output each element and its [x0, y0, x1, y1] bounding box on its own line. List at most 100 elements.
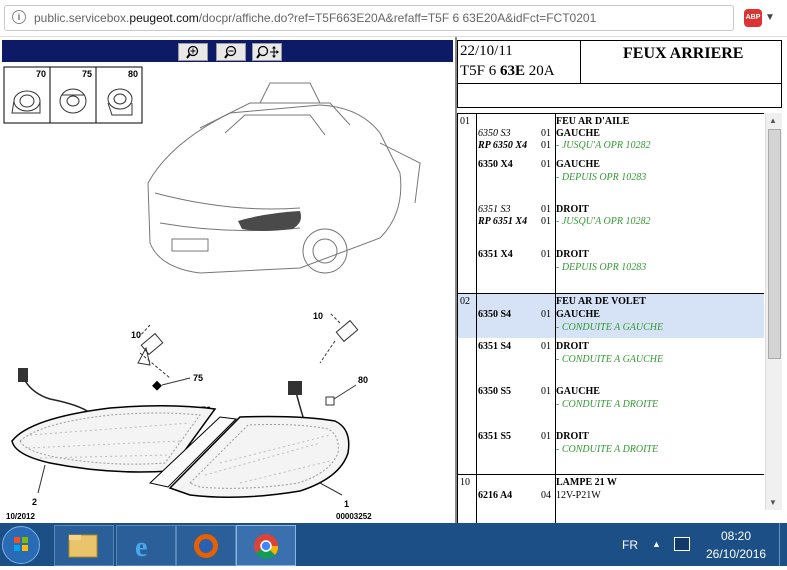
callout-75-diagram: 75 — [193, 373, 203, 383]
callout-70: 70 — [36, 69, 46, 79]
parts-header: 22/10/11 T5F 6 63E 20A FEUX ARRIERE — [457, 40, 782, 84]
callout-80-diagram: 80 — [358, 375, 368, 385]
lens-strip — [148, 416, 238, 488]
part-note: - CONDUITE A GAUCHE — [556, 354, 664, 365]
callout-80: 80 — [128, 69, 138, 79]
zoom-out-button[interactable] — [216, 43, 246, 61]
header-blank-row — [457, 83, 782, 108]
part-qty: 01 — [541, 431, 551, 442]
part-desc: DROIT — [556, 431, 589, 442]
parts-table: 01 FEU AR D'AILE 6350 S3 01 GAUCHE RP 63… — [457, 113, 764, 524]
taskbar-explorer[interactable] — [54, 525, 114, 566]
part-qty: 01 — [541, 249, 551, 260]
part-note: - JUSQU'A OPR 10282 — [556, 140, 651, 151]
part-qty: 04 — [541, 490, 551, 501]
zoom-in-button[interactable] — [178, 43, 208, 61]
exploded-view-drawing: 70 75 80 1 — [3, 66, 421, 509]
clock-date[interactable]: 26/10/2016 — [706, 547, 767, 561]
part-ref[interactable]: 6350 S5 — [478, 386, 512, 397]
part-note: - CONDUITE A DROITE — [556, 399, 659, 410]
connector-right — [288, 381, 302, 395]
clip-marker-80 — [325, 396, 335, 406]
tray-expand-icon[interactable]: ▲ — [652, 539, 661, 549]
taskbar-chrome[interactable] — [236, 525, 296, 566]
zoom-in-icon — [186, 45, 199, 59]
part-ref[interactable]: 6351 S4 — [478, 341, 512, 352]
part-qty: 01 — [541, 341, 551, 352]
part-desc: DROIT — [556, 249, 589, 260]
part-qty: 01 — [541, 140, 551, 151]
car-drawing — [147, 82, 421, 274]
tail-lamp-left — [11, 404, 217, 473]
callout-10-left: 10 — [131, 330, 141, 340]
callout-2: 2 — [32, 497, 37, 507]
firefox-icon — [194, 534, 218, 558]
scroll-up-icon[interactable]: ▲ — [769, 116, 777, 125]
start-button[interactable] — [2, 526, 40, 564]
part-ref[interactable]: 6350 S3 — [478, 128, 511, 139]
svg-text:e: e — [135, 532, 147, 563]
internet-explorer-icon: e — [135, 532, 147, 563]
show-desktop-button[interactable] — [779, 523, 787, 566]
table-row[interactable]: 01 FEU AR D'AILE 6350 S3 01 GAUCHE RP 63… — [458, 114, 764, 294]
taskbar-internet-explorer[interactable]: e — [116, 525, 176, 566]
pan-zoom-button[interactable] — [252, 43, 282, 61]
part-ref[interactable]: 6351 S3 — [478, 204, 511, 215]
part-ref[interactable]: RP 6350 X4 — [478, 140, 528, 151]
part-ref[interactable]: 6216 A4 — [478, 490, 513, 501]
clip-thumbnails: 70 75 80 — [3, 66, 143, 124]
bulb-right — [319, 312, 359, 364]
bulb-left — [137, 324, 171, 379]
part-ref[interactable]: 6350 S4 — [478, 309, 512, 320]
diagram-number: 00003252 — [336, 512, 372, 521]
part-ref[interactable]: 6351 X4 — [478, 249, 513, 260]
part-note: - CONDUITE A DROITE — [556, 444, 659, 455]
clock-time[interactable]: 08:20 — [721, 529, 752, 543]
part-desc: GAUCHE — [556, 309, 600, 320]
table-row[interactable]: 10 LAMPE 21 W 6216 A4 04 12V-P21W — [458, 475, 764, 524]
adblock-menu-chevron-icon[interactable]: ▼ — [765, 12, 775, 23]
pane-splitter[interactable] — [455, 37, 457, 523]
item-number: 01 — [460, 116, 470, 127]
diagram-pane: 70 75 80 1 — [0, 37, 455, 523]
info-icon[interactable]: i — [12, 10, 26, 24]
part-note: - JUSQU'A OPR 10282 — [556, 216, 651, 227]
page-title: FEUX ARRIERE — [623, 45, 744, 62]
item-number: 02 — [460, 296, 470, 307]
callout-10-right: 10 — [313, 311, 323, 321]
part-desc: 12V-P21W — [556, 490, 601, 501]
part-ref[interactable]: 6351 S5 — [478, 431, 512, 442]
chrome-icon — [254, 534, 279, 559]
part-desc: DROIT — [556, 204, 589, 215]
part-qty: 01 — [541, 204, 551, 215]
clip-marker-75 — [152, 380, 162, 391]
table-row[interactable]: 02 FEU AR DE VOLET 6350 S4 01 GAUCHE - C… — [458, 294, 764, 475]
part-ref[interactable]: 6350 X4 — [478, 159, 513, 170]
part-qty: 01 — [541, 386, 551, 397]
part-note: - DEPUIS OPR 10283 — [556, 172, 647, 183]
part-desc: DROIT — [556, 341, 589, 352]
adblock-icon[interactable]: ABP — [744, 9, 762, 27]
scrollbar-thumb[interactable] — [768, 129, 781, 359]
header-code: T5F 6 63E 20A — [460, 63, 555, 79]
part-note: - CONDUITE A GAUCHE — [556, 322, 664, 333]
part-qty: 01 — [541, 309, 551, 320]
part-qty: 01 — [541, 128, 551, 139]
callout-1: 1 — [344, 499, 349, 509]
part-ref[interactable]: RP 6351 X4 — [478, 216, 528, 227]
part-desc: GAUCHE — [556, 159, 600, 170]
parts-pane: 22/10/11 T5F 6 63E 20A FEUX ARRIERE 01 F… — [457, 37, 787, 524]
address-bar[interactable]: i public.servicebox.peugeot.com/docpr/af… — [4, 5, 734, 31]
part-desc: GAUCHE — [556, 128, 600, 139]
table-scrollbar[interactable]: ▲ ▼ — [765, 113, 782, 510]
item-title: FEU AR DE VOLET — [556, 296, 646, 307]
wire-left — [21, 374, 91, 414]
windows-logo-icon — [14, 537, 28, 551]
taskbar-firefox[interactable] — [176, 525, 236, 566]
folder-icon — [68, 534, 98, 558]
url-text[interactable]: public.servicebox.peugeot.com/docpr/affi… — [34, 11, 597, 25]
input-language[interactable]: FR — [622, 538, 638, 552]
address-bar-area: i public.servicebox.peugeot.com/docpr/af… — [0, 0, 787, 37]
display-icon[interactable] — [674, 537, 690, 551]
scroll-down-icon[interactable]: ▼ — [769, 498, 777, 507]
